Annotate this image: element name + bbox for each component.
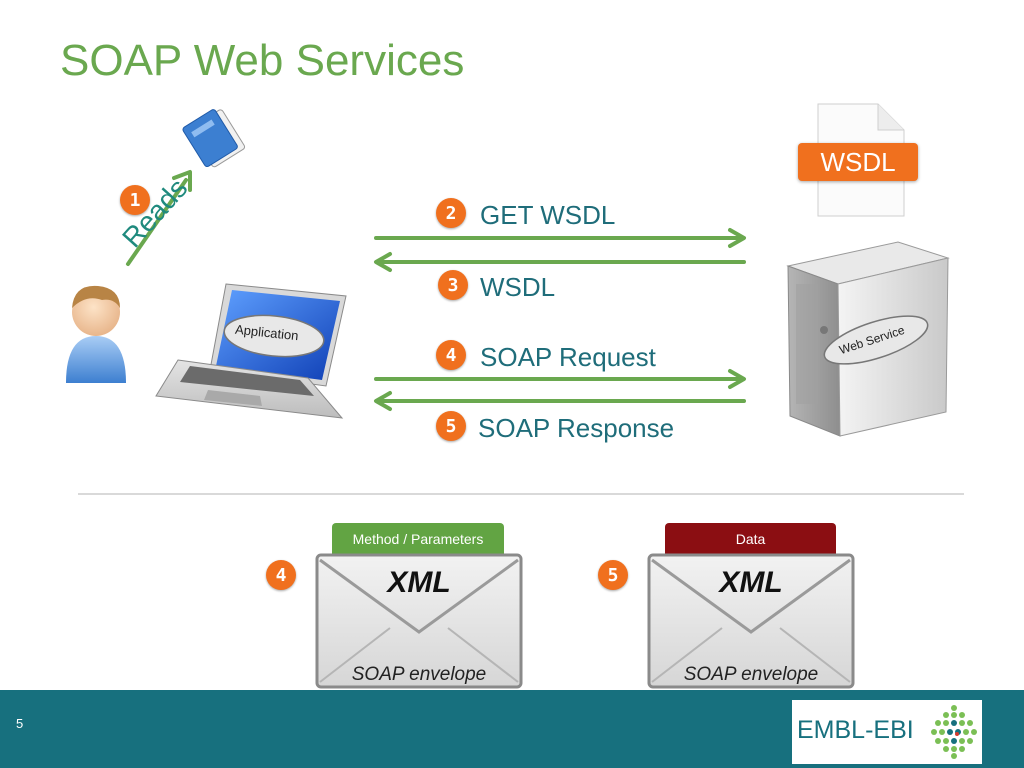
embl-ebi-logo: EMBL-EBI <box>797 716 914 744</box>
step-5-badge: 5 <box>436 411 466 441</box>
envelope-5-badge: 5 <box>598 560 628 590</box>
user-icon <box>66 285 126 383</box>
step-1-badge: 1 <box>120 185 150 215</box>
envelope-4-caption: SOAP envelope <box>351 664 487 685</box>
envelope-4-badge: 4 <box>266 560 296 590</box>
step-5-label: SOAP Response <box>478 413 675 443</box>
envelope-icon <box>315 553 523 689</box>
step-4-badge: 4 <box>436 340 466 370</box>
wsdl-document-label: WSDL <box>798 143 918 181</box>
step-3-label: WSDL <box>480 272 556 302</box>
envelope-4-tab: Method / Parameters <box>332 523 504 555</box>
step-2-label: GET WSDL <box>480 200 616 230</box>
server-icon <box>786 241 950 437</box>
envelope-5-heading: XML <box>719 566 783 599</box>
page-number: 5 <box>16 716 24 731</box>
reads-arrow <box>126 170 192 266</box>
laptop-icon <box>155 283 347 419</box>
envelope-4-heading: XML <box>387 566 451 599</box>
section-divider <box>78 493 964 495</box>
envelope-5-caption: SOAP envelope <box>683 664 819 685</box>
dot-grid-icon <box>931 705 977 759</box>
envelope-icon <box>647 553 855 689</box>
message-arrows <box>374 228 746 411</box>
envelope-5-tab: Data <box>665 523 836 555</box>
step-3-badge: 3 <box>438 270 468 300</box>
step-4-label: SOAP Request <box>480 342 656 372</box>
step-2-badge: 2 <box>436 198 466 228</box>
page-title: SOAP Web Services <box>60 36 465 85</box>
book-icon <box>182 109 246 168</box>
